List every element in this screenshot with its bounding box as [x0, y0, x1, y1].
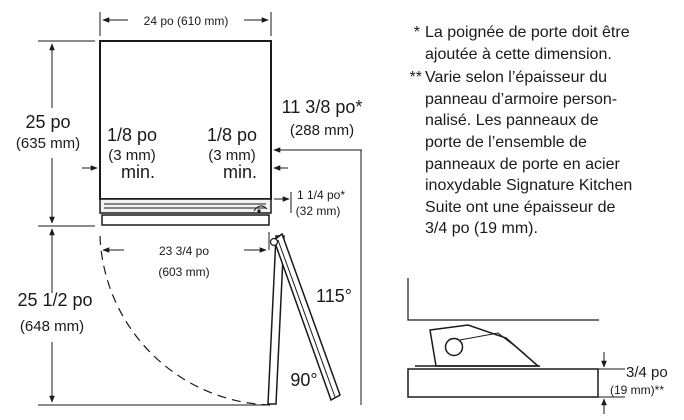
- footnote-double-star-line: 3/4 po (19 mm).: [425, 220, 538, 238]
- footnote-double-star-line: nalisé. Les panneaux de: [425, 112, 599, 130]
- dim-handle: [274, 192, 292, 213]
- width-top-label: 24 po (610 mm): [144, 14, 229, 28]
- gap-right-min: min.: [223, 162, 257, 182]
- panel-thickness-in: 3/4 po: [626, 364, 668, 381]
- panel-thickness-mm: (19 mm)**: [610, 383, 664, 397]
- footnote-double-star-line: panneaux de porte en acier: [425, 155, 620, 173]
- depth-in: 11 3/8 po*: [282, 97, 363, 117]
- footnote-star: * La poignée de porte doit être ajoutée …: [400, 22, 682, 65]
- dim-width-top: [99, 12, 272, 36]
- footnote-double-star-line: inoxydable Signature Kitchen: [425, 177, 633, 195]
- appliance-body: [99, 40, 272, 226]
- footnote-double-star-line: panneau d’armoire person-: [425, 90, 618, 108]
- gap-left-in: 1/8 po: [107, 125, 157, 145]
- inner-width-in: 23 3/4 po: [159, 244, 209, 258]
- handle-mm: (32 mm): [296, 204, 341, 218]
- dim-height-top: [38, 40, 95, 227]
- footnote-double-star: ** Varie selon l’épaisseur du panneau d’…: [400, 67, 682, 240]
- inner-width-mm: (603 mm): [158, 265, 209, 279]
- swing-in: 25 1/2 po: [17, 290, 92, 310]
- angle-90-label: 90°: [290, 370, 317, 390]
- footnote-double-star-line: porte de l’ensemble de: [425, 133, 587, 151]
- height-top-in: 25 po: [25, 112, 70, 132]
- footnote-double-star-mark: **: [409, 69, 422, 87]
- gap-left-mm: (3 mm): [108, 147, 156, 164]
- angle-115-label: 115°: [316, 286, 352, 306]
- footnote-star-line: ajoutée à cette dimension.: [425, 45, 612, 63]
- dim-swing: [38, 228, 266, 406]
- footnote-star-mark: *: [413, 24, 420, 41]
- door-swing-arc: [99, 235, 271, 406]
- footnote-double-star-line: Varie selon l’épaisseur du: [425, 69, 608, 87]
- gap-left-min: min.: [121, 162, 155, 182]
- gap-right-mm: (3 mm): [208, 147, 256, 164]
- footnotes: * La poignée de porte doit être ajoutée …: [400, 22, 682, 242]
- dim-depth: [273, 147, 362, 405]
- swing-mm: (648 mm): [20, 318, 84, 335]
- gap-right-in: 1/8 po: [207, 125, 257, 145]
- handle-in: 1 1/4 po*: [297, 188, 345, 202]
- footnote-star-line: La poignée de porte doit être: [425, 24, 630, 41]
- height-top-mm: (635 mm): [16, 135, 80, 152]
- hinge-detail: [407, 278, 625, 414]
- footnote-double-star-line: Suite ont une épaisseur de: [425, 198, 616, 216]
- depth-mm: (288 mm): [290, 122, 354, 139]
- door-panel-open: [267, 232, 341, 405]
